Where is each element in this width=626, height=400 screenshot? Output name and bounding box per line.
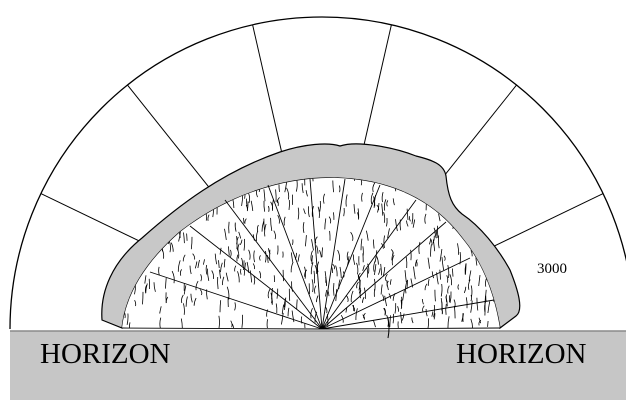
hatch-stroke <box>173 183 174 193</box>
hatch-stroke <box>131 181 132 189</box>
hatch-stroke <box>142 198 143 208</box>
hatch-stroke <box>244 218 245 224</box>
hatch-stroke <box>486 184 487 195</box>
hatch-stroke <box>469 174 470 180</box>
elevation-label: 3000 <box>537 262 567 277</box>
hatch-stroke <box>139 206 140 215</box>
hatch-stroke <box>148 203 150 215</box>
hatch-stroke <box>161 205 162 215</box>
hatch-stroke <box>458 189 460 198</box>
hatch-stroke <box>499 204 500 214</box>
hatch-stroke <box>160 200 161 213</box>
hatch-stroke <box>476 182 477 189</box>
hatch-stroke <box>144 211 145 220</box>
hatch-stroke <box>156 179 157 187</box>
hatch-stroke <box>174 189 176 197</box>
hatch-stroke <box>124 215 126 224</box>
horizon-label-right: HORIZON <box>456 340 587 369</box>
hatch-stroke <box>485 200 487 212</box>
hatch-stroke <box>472 197 473 209</box>
hatch-stroke <box>200 180 202 188</box>
hatch-stroke <box>455 192 456 201</box>
hatch-stroke <box>125 173 127 181</box>
hatch-stroke <box>134 187 136 193</box>
hatch-stroke <box>489 194 490 203</box>
hatch-stroke <box>137 195 138 206</box>
fan-line <box>122 328 322 329</box>
hatch-stroke <box>187 234 188 241</box>
fan-line <box>322 328 500 329</box>
hatch-stroke <box>189 185 190 192</box>
hatch-stroke <box>437 226 438 238</box>
hatch-stroke <box>161 180 162 186</box>
hatch-stroke <box>488 321 489 327</box>
hatch-stroke <box>144 169 146 181</box>
hatch-stroke <box>176 174 178 186</box>
horizon-label-left: HORIZON <box>40 340 171 369</box>
hatch-stroke <box>462 184 463 193</box>
hatch-stroke <box>157 180 159 189</box>
hatch-stroke <box>471 172 472 184</box>
hatch-stroke <box>493 224 494 230</box>
hatch-stroke <box>133 205 135 214</box>
hatch-stroke <box>468 200 470 210</box>
hatch-stroke <box>128 200 129 208</box>
hatch-stroke <box>468 207 469 213</box>
hatch-stroke <box>465 193 467 201</box>
hatch-stroke <box>137 195 139 201</box>
hatch-stroke <box>167 207 168 215</box>
hatch-stroke <box>468 169 469 181</box>
hatch-stroke <box>166 186 168 199</box>
hatch-stroke <box>460 202 462 213</box>
hatch-stroke <box>470 204 471 211</box>
hatch-stroke <box>173 179 174 192</box>
hatch-stroke <box>244 260 245 270</box>
